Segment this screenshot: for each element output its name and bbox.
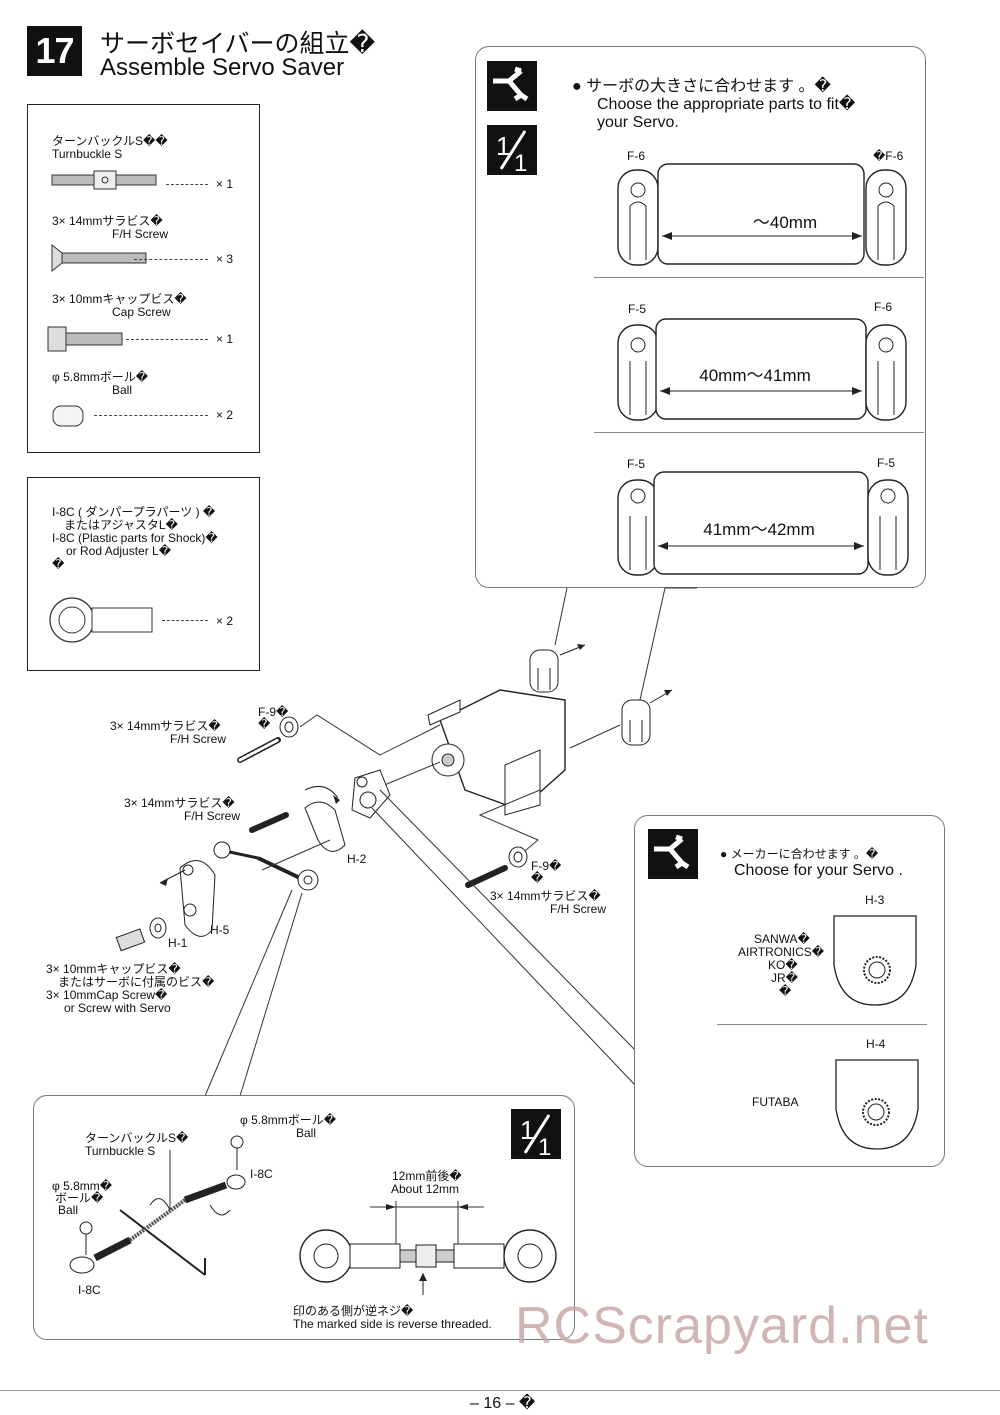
part-label-jp: φ 5.8mmボール� — [52, 370, 149, 384]
svg-text:1: 1 — [496, 131, 510, 161]
choose-parts-icon — [487, 61, 537, 111]
flat-head-screw-icon — [51, 243, 147, 273]
rod-adjuster-box: I-8C ( ダンパープラパーツ ) � またはアジャスタL� I-8C (Pl… — [27, 477, 260, 671]
rod-adjuster-label: or Rod Adjuster L� — [66, 544, 172, 558]
turnbuckle-detail-panel — [33, 1095, 575, 1340]
rod-adjuster-label: � — [52, 557, 65, 571]
brand-note-en: Choose for your Servo . — [734, 862, 903, 879]
part-label-en: Turnbuckle S — [52, 147, 123, 161]
brand-name: FUTABA — [752, 1095, 799, 1109]
servo-size-range: ～40mm — [752, 213, 818, 232]
cap-screw-icon — [47, 326, 123, 352]
servo-fit-note-jp: ● サーボの大きさに合わせます 。� — [572, 78, 831, 95]
servo-mount-diagram — [617, 318, 907, 421]
page-number: – 16 – � — [470, 1395, 536, 1412]
brand-name: � — [779, 984, 792, 998]
part-qty: × 3 — [216, 252, 234, 266]
brand-name: AIRTRONICS� — [738, 945, 825, 959]
label-cap-screw-en: 3× 10mmCap Screw� — [46, 988, 168, 1002]
servo-horn-h4 — [835, 1059, 919, 1150]
part-code-left: F-5 — [627, 457, 645, 471]
brand-name: KO� — [768, 958, 798, 972]
turnbuckle-fullsize-diagram — [299, 1201, 557, 1295]
part-code-left: F-5 — [628, 302, 646, 316]
step-title-jp: サーボセイバーの組立� — [100, 29, 376, 58]
part-code-right: �F-6 — [873, 149, 904, 163]
i8c-label: I-8C — [250, 1167, 273, 1181]
length-label-en: About 12mm — [391, 1182, 460, 1196]
label-f9-extra: � — [258, 717, 271, 731]
label-h4: H-4 — [866, 1037, 886, 1051]
servo-size-range: 41mm～42mm — [703, 520, 815, 539]
step-number-badge: 17 — [27, 26, 82, 76]
turnbuckle-label-en: Turnbuckle S — [85, 1144, 156, 1158]
label-screw-en: F/H Screw — [170, 732, 227, 746]
parts-list-box: ターンバックルS�� Turnbuckle S × 1 3× 14mmサラビス�… — [27, 104, 260, 453]
ball-icon — [52, 405, 84, 427]
label-f9-extra: � — [531, 871, 544, 885]
label-cap-screw-jp: 3× 10mmキャップビス� — [46, 962, 181, 976]
label-screw-jp: 3× 14mmサラビス� — [490, 889, 601, 903]
servo-mount-diagram — [617, 163, 907, 266]
part-code-right: F-6 — [874, 300, 892, 314]
label-f9: F-9� — [531, 859, 562, 873]
brand-name: SANWA� — [754, 932, 810, 946]
reverse-thread-jp: 印のある側が逆ネジ� — [293, 1304, 414, 1318]
ball-label-jp: φ 5.8mm� — [52, 1179, 113, 1193]
part-code-left: F-6 — [627, 149, 645, 163]
servo-mount-diagram — [617, 471, 909, 576]
ball-label-en: Ball — [58, 1203, 79, 1217]
part-qty: × 1 — [216, 177, 234, 191]
rod-adjuster-label: I-8C ( ダンパープラパーツ ) � — [52, 505, 216, 519]
rod-adjuster-label: またはアジャスタL� — [64, 518, 178, 532]
label-screw-jp: 3× 14mmサラビス� — [124, 796, 235, 810]
ball-label-en: Ball — [296, 1126, 317, 1140]
label-cap-screw-jp: またはサーボに付属のビス� — [58, 975, 215, 989]
ball-label-jp: ボール� — [55, 1191, 104, 1205]
svg-text:1: 1 — [538, 1134, 551, 1159]
length-label-jp: 12mm前後� — [392, 1169, 462, 1183]
part-label-jp: 3× 10mmキャップビス� — [52, 292, 187, 306]
ball-label-jp: φ 5.8mmボール� — [240, 1113, 337, 1127]
label-f9: F-9� — [258, 705, 289, 719]
part-qty: × 2 — [216, 614, 234, 628]
turnbuckle-label-jp: ターンバックルS� — [85, 1131, 189, 1145]
label-h3: H-3 — [865, 893, 885, 907]
part-label-jp: 3× 14mmサラビス� — [52, 214, 163, 228]
brand-name: JR� — [771, 971, 798, 985]
label-cap-screw-en: or Screw with Servo — [64, 1001, 171, 1015]
label-h1: H-1 — [168, 936, 188, 950]
part-qty: × 2 — [216, 408, 234, 422]
servo-size-range: 40mm～41mm — [699, 366, 811, 385]
part-label-en: F/H Screw — [112, 227, 169, 241]
brand-note-jp: ● メーカーに合わせます 。� — [720, 847, 879, 861]
part-label-en: Cap Screw — [112, 305, 171, 319]
part-label-en: Ball — [112, 383, 133, 397]
part-code-right: F-5 — [877, 456, 895, 470]
label-screw-en: F/H Screw — [550, 902, 607, 916]
label-screw-jp: 3× 14mmサラビス� — [110, 719, 221, 733]
part-qty: × 1 — [216, 332, 234, 346]
rod-end-icon — [49, 597, 153, 643]
watermark-text: RCScrapyard.net — [515, 1297, 929, 1355]
servo-fit-note-en: Choose the appropriate parts to fit� — [597, 96, 856, 113]
part-label-jp: ターンバックルS�� — [52, 134, 168, 148]
svg-text:1: 1 — [514, 150, 527, 175]
svg-text:1: 1 — [520, 1115, 534, 1145]
turnbuckle-assembly-diagram — [69, 1135, 246, 1276]
step-title-en: Assemble Servo Saver — [100, 54, 345, 81]
i8c-label: I-8C — [78, 1283, 101, 1297]
servo-horn-h3 — [833, 915, 917, 1006]
servo-fit-note-en: your Servo. — [597, 114, 679, 131]
label-h5: H-5 — [210, 923, 230, 937]
label-h2: H-2 — [347, 852, 367, 866]
turnbuckle-icon — [51, 170, 157, 190]
rod-adjuster-label: I-8C (Plastic parts for Shock)� — [52, 531, 218, 545]
choose-parts-icon — [648, 829, 698, 879]
label-screw-en: F/H Screw — [184, 809, 241, 823]
reverse-thread-en: The marked side is reverse threaded. — [293, 1317, 492, 1331]
